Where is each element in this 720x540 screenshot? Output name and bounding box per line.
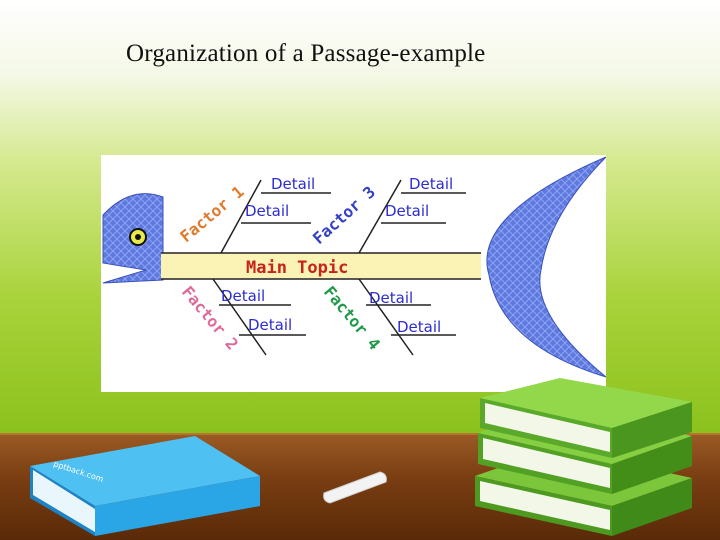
fishbone-diagram: Main Topic Detail Detail Detail Detail D… bbox=[101, 155, 606, 392]
bone-factor-1 bbox=[220, 179, 262, 254]
detail-label: Detail bbox=[369, 289, 413, 307]
factor-3-label: Factor 3 bbox=[309, 182, 379, 248]
main-topic-label: Main Topic bbox=[246, 258, 348, 278]
detail-label: Detail bbox=[385, 202, 429, 220]
detail-label: Detail bbox=[245, 202, 289, 220]
factor-1-label: Factor 1 bbox=[176, 182, 247, 246]
fish-tail bbox=[486, 156, 606, 378]
fishbone-svg: Main Topic Detail Detail Detail Detail D… bbox=[102, 156, 606, 378]
detail-label: Detail bbox=[248, 316, 292, 334]
detail-label: Detail bbox=[397, 318, 441, 336]
detail-label: Detail bbox=[221, 287, 265, 305]
slide-title: Organization of a Passage-example bbox=[126, 40, 486, 67]
detail-label: Detail bbox=[271, 175, 315, 193]
book-stack-icon bbox=[475, 378, 692, 536]
bone-factor-2 bbox=[212, 278, 267, 356]
blue-book-icon: pptback.com bbox=[30, 436, 260, 536]
chalk-icon bbox=[323, 471, 387, 504]
bone-factor-3 bbox=[358, 179, 402, 254]
spine-band bbox=[161, 253, 481, 279]
detail-label: Detail bbox=[409, 175, 453, 193]
bone-factor-4 bbox=[358, 278, 414, 356]
